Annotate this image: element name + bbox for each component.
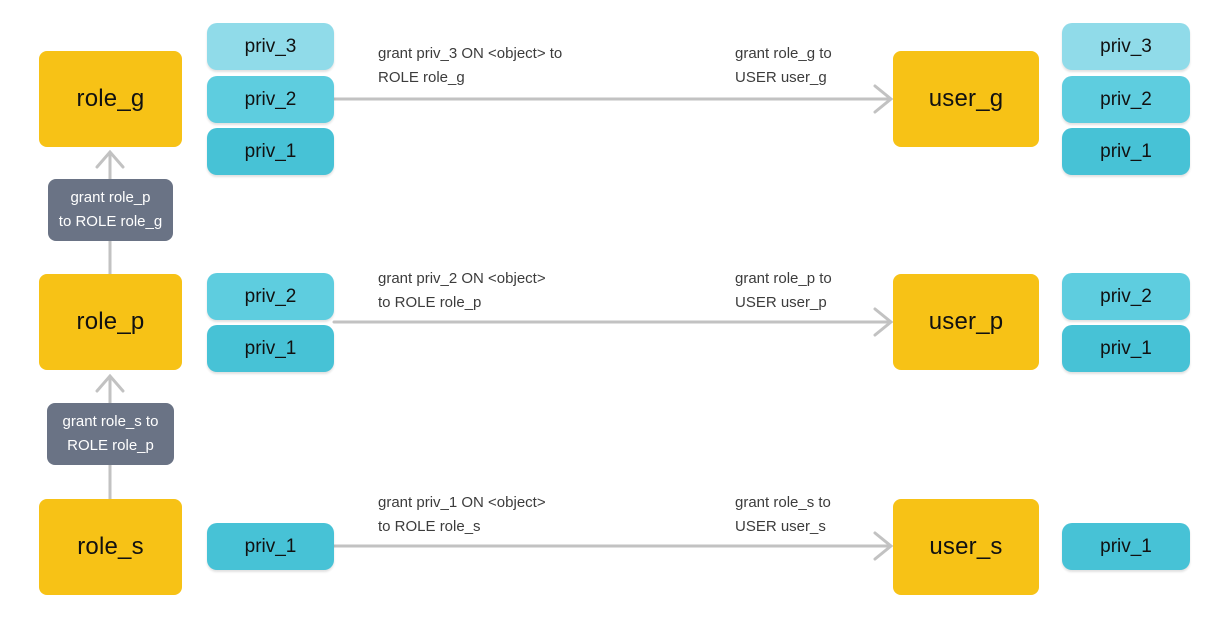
grant-priv-label-line1: grant priv_3 ON <object> to: [378, 45, 563, 62]
role-box-role_p: role_p: [39, 274, 182, 370]
grant-priv-label-line1: grant priv_2 ON <object>: [378, 270, 546, 287]
user-box-user_p: user_p: [893, 274, 1039, 370]
role-grant-box-p-to-g: grant role_p to ROLE role_g: [48, 179, 173, 241]
priv-chip-user_p-priv_2: priv_2: [1062, 273, 1190, 320]
grant-role-label-user_g: grant role_g to USER user_g: [735, 42, 832, 90]
priv-chip-role_p-priv_2: priv_2: [207, 273, 334, 320]
user-box-user_s: user_s: [893, 499, 1039, 595]
priv-chip-user_s-priv_1: priv_1: [1062, 523, 1190, 570]
priv-to-role-arrow-row3: [332, 531, 894, 561]
grant-priv-label-role_g: grant priv_3 ON <object> to ROLE role_g: [378, 42, 562, 90]
user-box-user_g: user_g: [893, 51, 1039, 147]
role-grant-line1: grant role_p: [70, 189, 151, 206]
grant-priv-label-role_s: grant priv_1 ON <object> to ROLE role_s: [378, 491, 546, 539]
grant-priv-label-line2: ROLE role_g: [378, 69, 465, 86]
grant-role-label-line1: grant role_s to: [735, 494, 831, 511]
role-grant-line2: ROLE role_p: [67, 437, 154, 454]
grant-priv-label-line2: to ROLE role_p: [378, 294, 482, 311]
role-box-role_g: role_g: [39, 51, 182, 147]
grant-priv-label-line1: grant priv_1 ON <object>: [378, 494, 546, 511]
priv-chip-user_g-priv_1: priv_1: [1062, 128, 1190, 175]
priv-chip-role_g-priv_2: priv_2: [207, 76, 334, 123]
grant-role-label-user_p: grant role_p to USER user_p: [735, 267, 832, 315]
grant-priv-label-role_p: grant priv_2 ON <object> to ROLE role_p: [378, 267, 546, 315]
priv-chip-user_g-priv_3: priv_3: [1062, 23, 1190, 70]
grant-role-label-line2: USER user_s: [735, 518, 826, 535]
grant-role-label-user_s: grant role_s to USER user_s: [735, 491, 831, 539]
priv-chip-user_g-priv_2: priv_2: [1062, 76, 1190, 123]
role-box-role_s: role_s: [39, 499, 182, 595]
priv-chip-user_p-priv_1: priv_1: [1062, 325, 1190, 372]
priv-chip-role_g-priv_1: priv_1: [207, 128, 334, 175]
role-grant-line2: to ROLE role_g: [58, 213, 163, 230]
priv-chip-role_s-priv_1: priv_1: [207, 523, 334, 570]
priv-chip-role_g-priv_3: priv_3: [207, 23, 334, 70]
grant-role-label-line1: grant role_g to: [735, 45, 832, 62]
priv-chip-role_p-priv_1: priv_1: [207, 325, 334, 372]
grant-role-label-line2: USER user_p: [735, 294, 827, 311]
grant-role-label-line1: grant role_p to: [735, 270, 832, 287]
priv-to-role-arrow-row2: [332, 307, 894, 337]
grant-role-label-line2: USER user_g: [735, 69, 827, 86]
priv-to-role-arrow-row1: [332, 84, 894, 114]
role-grant-line1: grant role_s to: [62, 413, 159, 430]
grant-priv-label-line2: to ROLE role_s: [378, 518, 481, 535]
role-grant-box-s-to-p: grant role_s to ROLE role_p: [47, 403, 174, 465]
